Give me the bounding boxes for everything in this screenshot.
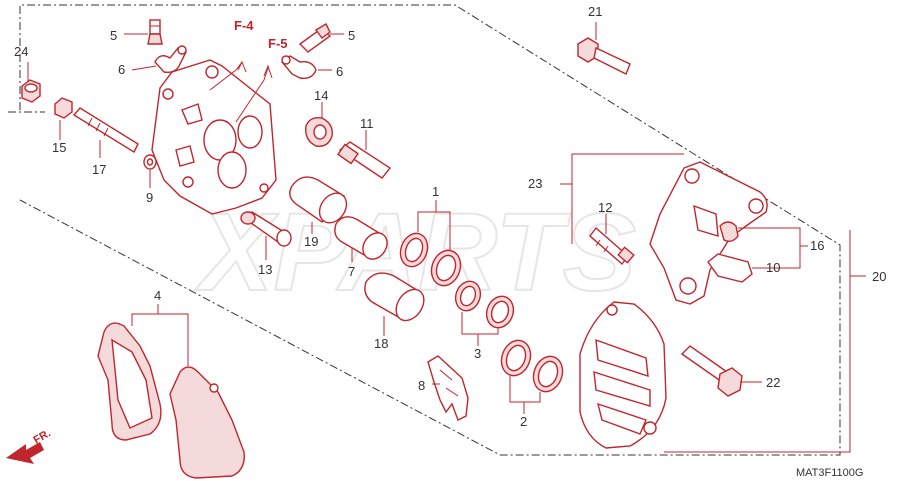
callout-21: 21 (588, 4, 602, 19)
caliper-body[interactable] (151, 59, 277, 215)
part-18-piston[interactable] (364, 272, 430, 326)
callout-3: 3 (474, 346, 481, 361)
part-19-piston[interactable] (289, 176, 352, 228)
part-23-caliper-bracket[interactable] (649, 161, 768, 305)
part-13-slide-pin[interactable] (240, 211, 292, 247)
callout-20: 20 (872, 269, 886, 284)
callout-23: 23 (528, 176, 542, 191)
callout-5-left: 5 (110, 28, 117, 43)
callout-12: 12 (598, 200, 612, 215)
callout-11: 11 (360, 116, 374, 131)
group-brackets (131, 153, 866, 453)
part-6-cap-left[interactable] (154, 45, 187, 74)
callout-8: 8 (418, 378, 425, 393)
callout-7: 7 (348, 264, 355, 279)
part-5-bleed-screw-left[interactable] (147, 19, 163, 45)
reference-arrows (209, 60, 273, 123)
part-22-bolt[interactable] (680, 345, 743, 397)
diagram-code: MAT3F1100G (796, 467, 863, 479)
part-3-piston-seal-set[interactable] (452, 278, 518, 332)
callout-16: 16 (810, 238, 824, 253)
part-15-nut[interactable] (54, 97, 73, 119)
part-12-pin-bolt[interactable] (589, 226, 635, 266)
part-9-washer[interactable] (143, 154, 157, 170)
front-direction-arrow: FR. (6, 427, 53, 464)
part-11-slide-pin[interactable] (337, 141, 392, 179)
callout-19: 19 (304, 234, 318, 249)
callout-22: 22 (766, 375, 780, 390)
part-21-bolt[interactable] (577, 37, 631, 75)
ref-f4: F-4 (234, 18, 254, 33)
part-1-piston-seal-set[interactable] (396, 230, 465, 290)
callout-10: 10 (766, 260, 780, 275)
callout-13: 13 (258, 262, 272, 277)
part-14-boot[interactable] (305, 116, 333, 147)
caliper-cover[interactable] (579, 301, 667, 449)
callout-18: 18 (374, 336, 388, 351)
part-4-brake-pad-set[interactable] (97, 322, 245, 479)
leader-lines (27, 22, 762, 385)
part-8-pad-spring[interactable] (427, 355, 469, 421)
part-16-boot[interactable] (719, 221, 739, 243)
callout-9: 9 (146, 190, 153, 205)
callout-6-right: 6 (336, 64, 343, 79)
part-17-pin-bolt[interactable] (72, 107, 139, 153)
callout-6-left: 6 (118, 62, 125, 77)
callout-1: 1 (432, 184, 439, 199)
callout-24: 24 (14, 44, 28, 59)
part-10-pad-retainer[interactable] (707, 253, 753, 283)
callout-4: 4 (154, 288, 161, 303)
front-arrow-label: FR. (32, 427, 53, 446)
part-5-bleed-screw-right[interactable] (298, 23, 332, 53)
callout-5-right: 5 (348, 28, 355, 43)
callout-14: 14 (314, 88, 328, 103)
callout-2: 2 (520, 414, 527, 429)
assembly-frame (19, 4, 841, 456)
part-24-nut[interactable] (21, 79, 41, 103)
ref-f5: F-5 (268, 36, 288, 51)
part-6-cap-right[interactable] (280, 55, 317, 80)
callout-labels: 24 15 17 9 5 6 F-4 F-5 5 6 14 11 1 19 7 … (14, 4, 886, 429)
callout-17: 17 (92, 162, 106, 177)
part-7-piston[interactable] (334, 216, 392, 264)
callout-15: 15 (52, 140, 66, 155)
part-2-piston-seal-set[interactable] (497, 336, 568, 395)
